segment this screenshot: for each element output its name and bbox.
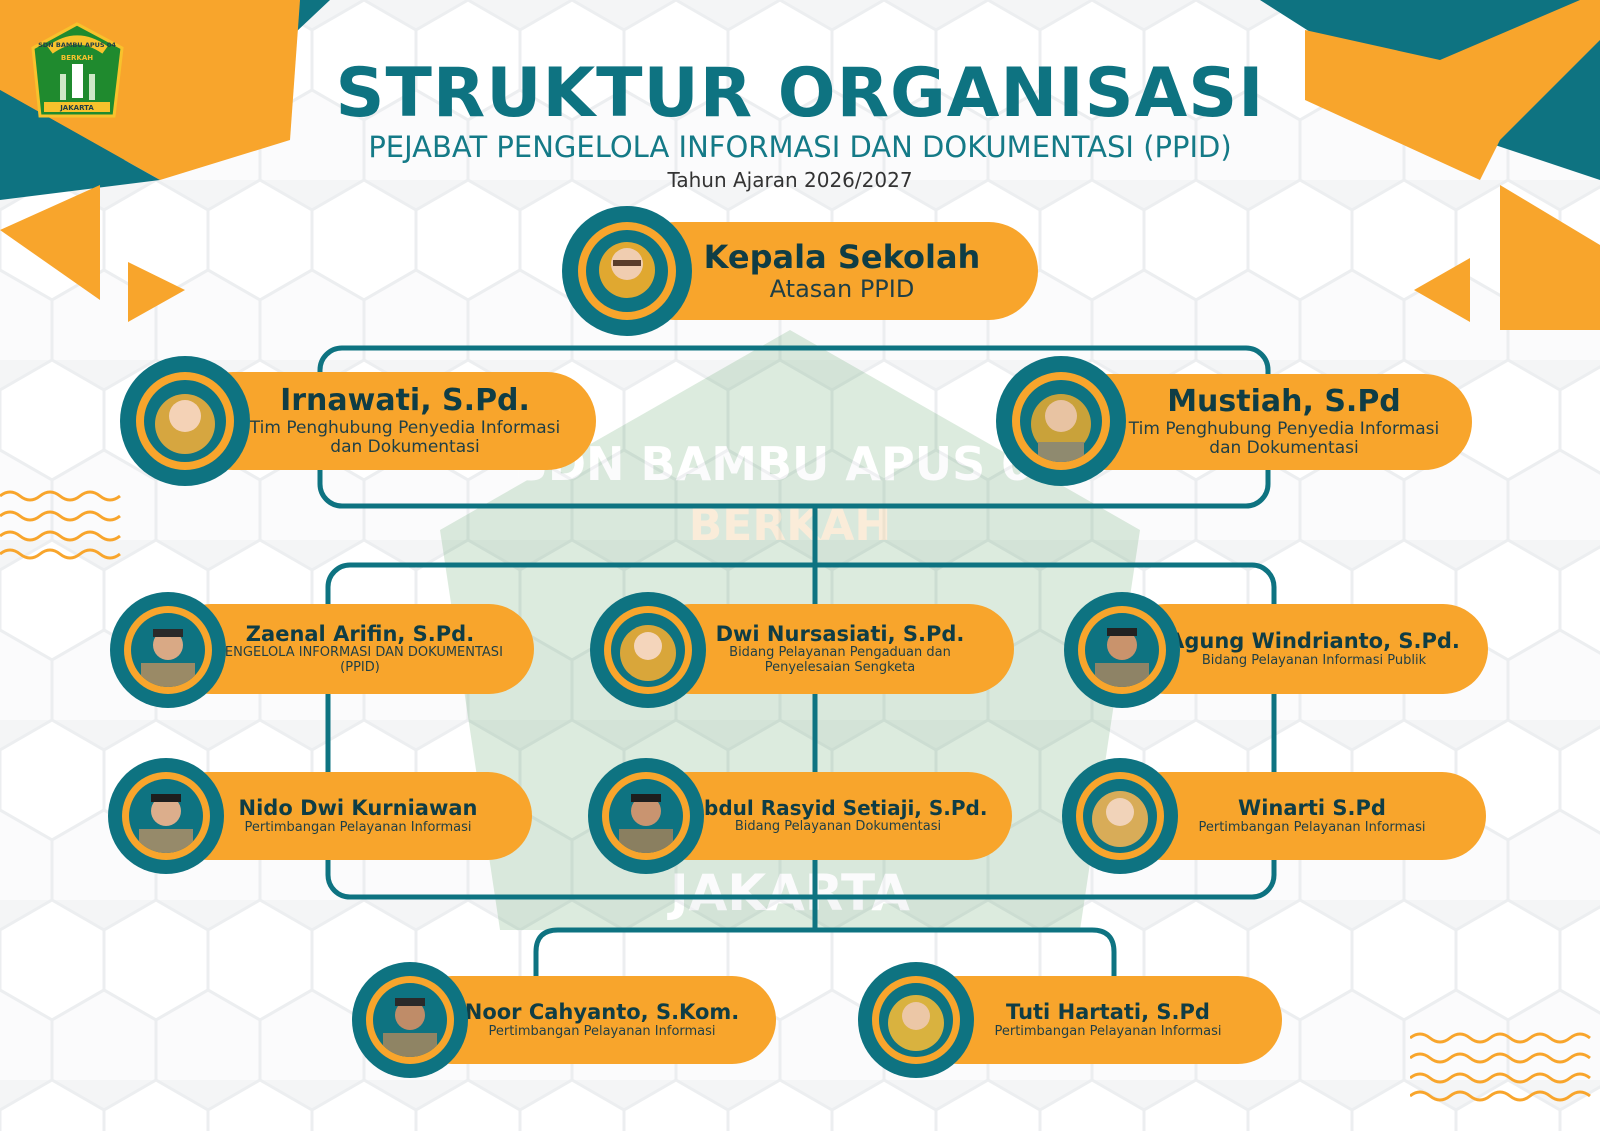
avatar [1085, 613, 1159, 687]
watermark-city: JAKARTA [667, 864, 910, 922]
member-role-line1: Pertimbangan Pelayanan Informasi [1198, 819, 1426, 835]
member-card-noor: Noor Cahyanto, S.Kom. Pertimbangan Pelay… [352, 962, 776, 1078]
avatar [611, 613, 685, 687]
avatar [144, 380, 226, 462]
member-role-line1: Tim Penghubung Penyedia Informasi [249, 417, 561, 438]
page-subtitle: PEJABAT PENGELOLA INFORMASI DAN DOKUMENT… [368, 130, 1232, 164]
member-role-line2: (PPID) [340, 660, 380, 676]
member-card-agung: Agung Windrianto, S.Pd. Bidang Pelayanan… [1064, 592, 1488, 708]
avatar [609, 779, 683, 853]
avatar [1020, 380, 1102, 462]
member-role: Atasan PPID [769, 274, 915, 303]
member-name: Tuti Hartati, S.Pd [1006, 1000, 1210, 1025]
academic-year: Tahun Ajaran 2026/2027 [667, 168, 913, 192]
member-card-zaenal: Zaenal Arifin, S.Pd. PENGELOLA INFORMASI… [110, 592, 534, 708]
logo-motto: BERKAH [61, 54, 93, 62]
member-name: Irnawati, S.Pd. [280, 383, 530, 419]
watermark-top-text: SDN BAMBU APUS 04 [515, 437, 1066, 491]
member-card-winarti: Winarti S.Pd Pertimbangan Pelayanan Info… [1062, 758, 1486, 874]
member-card-tuti: Tuti Hartati, S.Pd Pertimbangan Pelayana… [858, 962, 1282, 1078]
member-role-line1: Tim Penghubung Penyedia Informasi [1128, 418, 1440, 439]
member-role-line2: dan Dokumentasi [1209, 438, 1359, 459]
member-name: Noor Cahyanto, S.Kom. [464, 1000, 740, 1025]
page-title: STRUKTUR ORGANISASI [335, 54, 1265, 133]
avatar [879, 983, 953, 1057]
member-role-line2: Penyelesaian Sengketa [764, 660, 916, 676]
member-name: Mustiah, S.Pd [1167, 384, 1401, 420]
member-name: Abdul Rasyid Setiaji, S.Pd. [688, 796, 988, 821]
member-name: Nido Dwi Kurniawan [238, 796, 478, 821]
avatar [373, 983, 447, 1057]
connector-level-4 [533, 927, 1117, 985]
avatar [129, 779, 203, 853]
member-role-line1: Pertimbangan Pelayanan Informasi [994, 1023, 1222, 1039]
member-name: Kepala Sekolah [703, 237, 981, 276]
member-name: Winarti S.Pd [1238, 796, 1386, 821]
member-role-line1: Bidang Pelayanan Informasi Publik [1201, 652, 1427, 668]
member-name: Zaenal Arifin, S.Pd. [245, 621, 475, 646]
member-card-kepala-sekolah: Kepala Sekolah Atasan PPID [562, 206, 1038, 336]
avatar [586, 230, 668, 312]
member-role-line1: PENGELOLA INFORMASI DAN DOKUMENTASI [217, 645, 503, 661]
connector-level-3 [325, 562, 1277, 900]
member-role-line2: dan Dokumentasi [330, 437, 480, 458]
member-card-abdul: Abdul Rasyid Setiaji, S.Pd. Bidang Pelay… [588, 758, 1012, 874]
member-role-line1: Pertimbangan Pelayanan Informasi [244, 819, 472, 835]
avatar [1083, 779, 1157, 853]
school-logo: SDN BAMBU APUS 04 BERKAH JAKARTA [31, 22, 124, 118]
member-name: Agung Windrianto, S.Pd. [1168, 629, 1460, 654]
member-role-line1: Bidang Pelayanan Pengaduan dan [729, 645, 951, 661]
member-card-nido: Nido Dwi Kurniawan Pertimbangan Pelayana… [108, 758, 532, 874]
member-card-irnawati: Irnawati, S.Pd. Tim Penghubung Penyedia … [120, 356, 596, 486]
member-role-line1: Bidang Pelayanan Dokumentasi [734, 819, 942, 835]
wave-decoration-left [0, 490, 121, 560]
member-name: Dwi Nursasiati, S.Pd. [715, 621, 965, 646]
avatar [131, 613, 205, 687]
wave-decoration-right [1410, 1032, 1591, 1102]
logo-city: JAKARTA [59, 104, 94, 112]
logo-top-text: SDN BAMBU APUS 04 [38, 41, 116, 49]
member-role-line1: Pertimbangan Pelayanan Informasi [488, 1023, 716, 1039]
member-card-mustiah: Mustiah, S.Pd Tim Penghubung Penyedia In… [996, 356, 1472, 486]
member-card-dwi: Dwi Nursasiati, S.Pd. Bidang Pelayanan P… [590, 592, 1014, 708]
